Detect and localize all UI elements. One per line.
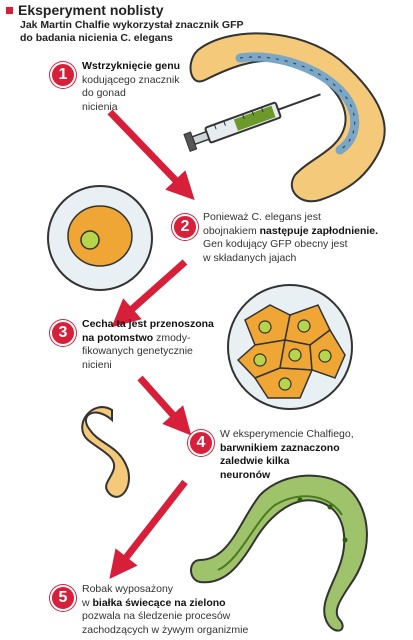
step-3-text: Cecha ta jest przenoszona na potomstwo z… [82,318,232,372]
step-4-line-2: barwnikiem zaznaczono [220,441,340,454]
step-3-line-2a: na potomstwo [82,331,154,344]
syringe-icon [183,93,321,153]
step-5-line-2a: w [82,596,93,609]
step-3-badge: 3 [50,320,76,346]
arrow-2-to-3 [111,259,188,328]
step-1-line-4: nicienia [82,100,118,113]
subtitle-line-1: Jak Martin Chalfie wykorzystał znacznik … [20,19,244,31]
step-1-text: Wstrzyknięcie genu kodującego znacznik d… [82,60,202,114]
header-square-icon [6,7,13,14]
step-3-line-2b: zmody- [153,331,191,344]
step-2-line-1: Ponieważ C. elegans jest [203,211,321,223]
flow-arrows [107,109,195,580]
header: Eksperyment noblisty Jak Martin Chalfie … [6,2,406,44]
subtitle-line-2: do badania nicienia C. elegans [20,32,173,44]
step-1-line-3: do gonad [82,87,126,99]
arrow-1-to-2 [107,109,195,201]
step-5-line-2b: białka świecące na zielono [92,596,226,609]
step-5-text: Robak wyposażony w białka świecące na zi… [82,583,272,637]
step-5-line-1: Robak wyposażony [82,583,174,595]
step-4-line-4: neuronów [220,468,271,481]
step-1-line-1: Wstrzyknięcie genu [82,60,181,72]
offspring-worm-illustration [81,406,130,498]
step-3-line-1: Cecha ta jest przenoszona [82,318,214,330]
egg-illustration [47,185,153,291]
step-2-line-2a: obojnakiem [203,224,260,237]
page-title: Eksperyment noblisty [18,2,164,18]
step-4-line-3: zaledwie kilka [220,455,290,467]
worm-with-gonad-illustration [189,32,386,203]
step-2-line-2b: następuje zapłodnienie. [259,224,379,237]
embryo-cells-illustration [227,284,353,410]
step-2-text: Ponieważ C. elegans jest obojnakiem nast… [203,211,408,265]
step-1-line-2: kodującego znacznik [82,73,180,86]
arrow-3-to-4 [137,375,192,436]
step-5-line-4: zachodzących w żywym organizmie [82,623,249,636]
step-1-badge: 1 [50,62,76,88]
glowing-worm-illustration [190,474,368,632]
step-4-line-1: W eksperymencie Chalfiego, [220,428,354,440]
step-5-line-3: pozwala na śledzenie procesów [82,610,231,622]
step-2-line-3: Gen kodujący GFP obecny jest [203,238,348,250]
arrow-4-to-5 [109,479,188,580]
step-2-line-4: w składanych jajach [203,251,297,264]
step-2-badge: 2 [172,214,198,240]
step-3-line-4: nicieni [82,358,112,371]
step-3-line-3: fikowanych genetycznie [82,345,193,357]
step-5-badge: 5 [50,585,76,611]
page-subtitle: Jak Martin Chalfie wykorzystał znacznik … [20,19,280,45]
step-4-badge: 4 [188,430,214,456]
step-4-text: W eksperymencie Chalfiego, barwnikiem za… [220,428,405,482]
